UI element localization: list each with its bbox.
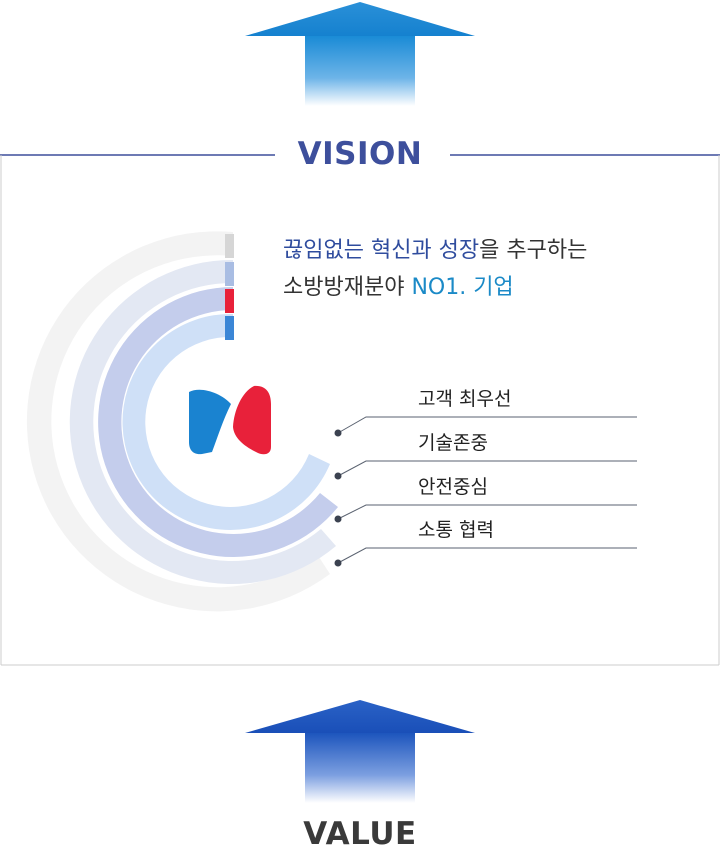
leader-4 [337,547,637,564]
value-item-3: 안전중심 [418,476,488,498]
bottom-arrow-head [245,700,475,733]
value-leaders [334,416,637,567]
leader-2-dot [334,472,342,480]
bottom-arrow [245,700,475,803]
leader-2 [337,460,637,477]
headline-text: 을 추구하는 [479,238,588,263]
top-arrow-shaft [305,36,415,106]
headline-line-1: 끊임없는 혁신과 성장을 추구하는 [283,232,587,269]
ring-third [98,287,338,557]
leader-1 [337,416,637,434]
leader-4-dot [334,559,342,567]
value-item-1: 고객 최우선 [418,388,512,410]
headline-line-2: 소방방재분야 NO1. 기업 [283,269,587,306]
ring-marker-light-blue [225,262,234,286]
value-item-4: 소통 협력 [418,519,494,541]
vision-headline: 끊임없는 혁신과 성장을 추구하는 소방방재분야 NO1. 기업 [283,232,587,306]
ring-marker-gray [225,234,234,258]
leader-1-dot [334,429,342,437]
logo-blue-shape [189,389,231,455]
value-title: VALUE [303,816,417,852]
vision-title: VISION [297,136,423,172]
ring-outer [26,231,331,612]
ring-diagram [26,231,338,612]
headline-highlight: 끊임없는 혁신과 성장 [283,238,480,263]
headline-highlight: NO1. 기업 [411,275,514,300]
leader-3-dot [334,515,342,523]
headline-text: 소방방재분야 [283,275,412,300]
top-arrow-head [245,2,475,36]
top-arrow [245,2,475,106]
ring-marker-red [225,289,234,313]
vision-box [0,154,720,666]
ring-inner [122,313,330,530]
ring-marker-blue [225,316,234,340]
bottom-arrow-shaft [305,733,415,803]
ring-second [69,259,336,584]
company-logo [189,385,271,455]
leader-3 [337,504,637,520]
value-item-2: 기술존중 [418,432,488,454]
logo-red-shape [233,385,271,455]
